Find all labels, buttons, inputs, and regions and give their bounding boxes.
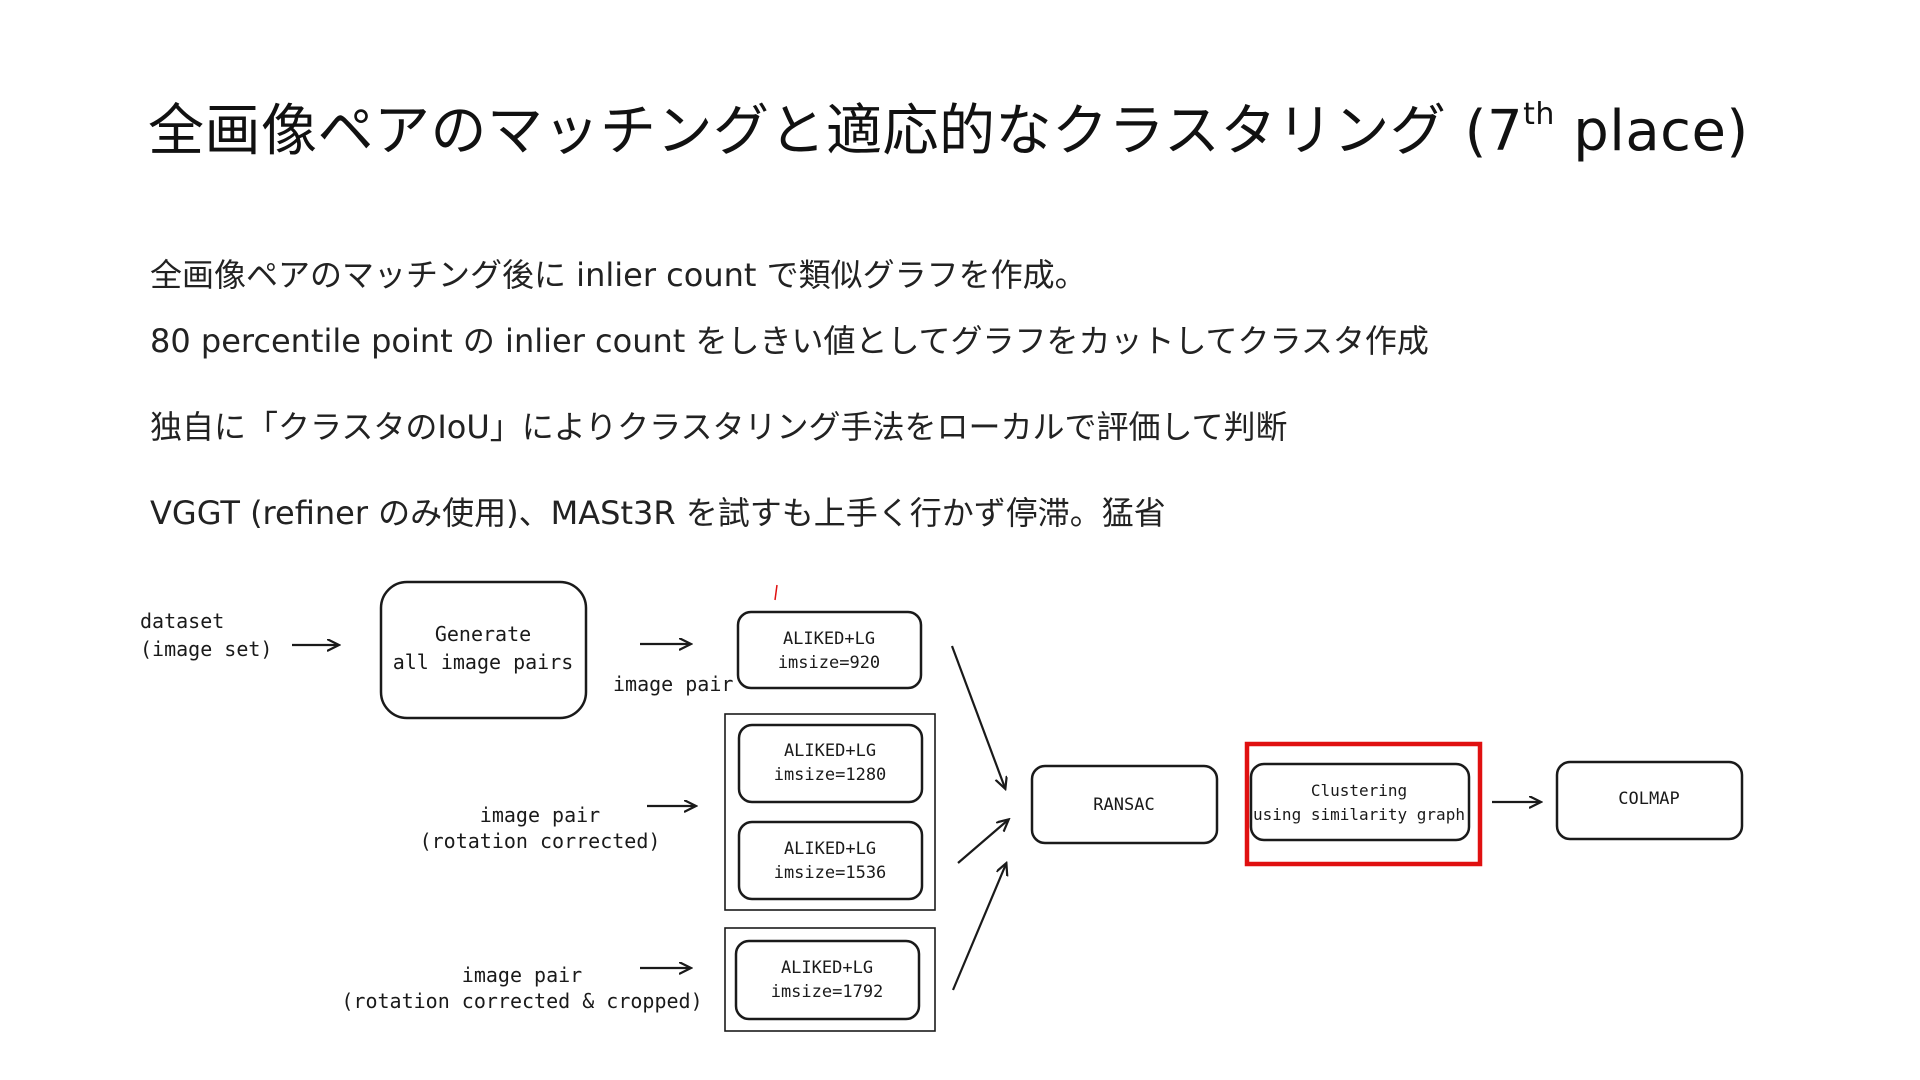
aliked-1280-line1: ALIKED+LG — [784, 741, 876, 761]
arrow-aliked1792-to-ransac — [951, 864, 1006, 991]
slide-title-tail: place) — [1554, 99, 1749, 164]
clustering-highlight-frame — [1244, 741, 1483, 867]
bullet-text-2: 80 percentile point の inlier count をしきい値… — [150, 322, 1429, 360]
dataset-label-line2: (image set) — [140, 637, 272, 661]
aliked-1280-box — [737, 723, 924, 804]
aliked-1792-line1: ALIKED+LG — [781, 958, 873, 978]
ransac-label: RANSAC — [1093, 795, 1154, 815]
red-tick-mark — [774, 584, 778, 601]
generate-box-line2: all image pairs — [393, 650, 574, 674]
bullet-text-4: VGGT (refiner のみ使用)、MASt3R を試すも上手く行かず停滞。… — [150, 494, 1166, 532]
aliked-1792-line2: imsize=1792 — [771, 982, 884, 1002]
aliked-1280-line2: imsize=1280 — [774, 765, 887, 785]
slide-title: 全画像ペアのマッチングと適応的なクラスタリング (7th place) — [148, 86, 1749, 167]
ransac-box — [1030, 764, 1219, 845]
cropped-group-frame — [724, 927, 936, 1032]
rotation-label-line1: image pair — [480, 803, 600, 827]
arrow-group-to-ransac — [957, 820, 1008, 864]
generate-box-line1: Generate — [435, 622, 531, 646]
aliked-1536-line2: imsize=1536 — [774, 863, 887, 883]
aliked-1792-box — [734, 939, 921, 1021]
clustering-line2: using similarity graph — [1253, 805, 1465, 824]
aliked-1536-line1: ALIKED+LG — [784, 839, 876, 859]
bullet-text-3: 独自に「クラスタのIoU」によりクラスタリング手法をローカルで評価して判断 — [150, 408, 1288, 446]
slide-title-superscript: th — [1523, 97, 1555, 132]
dataset-label-line1: dataset — [140, 609, 224, 633]
aliked-1536-box — [737, 820, 924, 901]
rotation-label-line2: (rotation corrected) — [420, 829, 661, 853]
cropped-label-line2: (rotation corrected & cropped) — [341, 989, 702, 1013]
clustering-line1: Clustering — [1311, 781, 1407, 800]
cropped-label-line1: image pair — [462, 963, 582, 987]
clustering-box — [1249, 762, 1471, 842]
aliked-920-line1: ALIKED+LG — [783, 629, 875, 649]
bullet-text-1: 全画像ペアのマッチング後に inlier count で類似グラフを作成。 — [150, 256, 1087, 294]
colmap-label: COLMAP — [1618, 789, 1679, 809]
image-pair-label: image pair — [613, 672, 733, 696]
arrow-aliked920-to-ransac — [950, 645, 1005, 788]
generate-pairs-box — [379, 580, 588, 720]
rotated-group-frame — [724, 713, 936, 911]
colmap-box — [1555, 760, 1744, 841]
slide-title-main: 全画像ペアのマッチングと適応的なクラスタリング (7 — [148, 99, 1524, 164]
aliked-920-line2: imsize=920 — [778, 653, 880, 673]
aliked-920-box — [736, 610, 923, 690]
